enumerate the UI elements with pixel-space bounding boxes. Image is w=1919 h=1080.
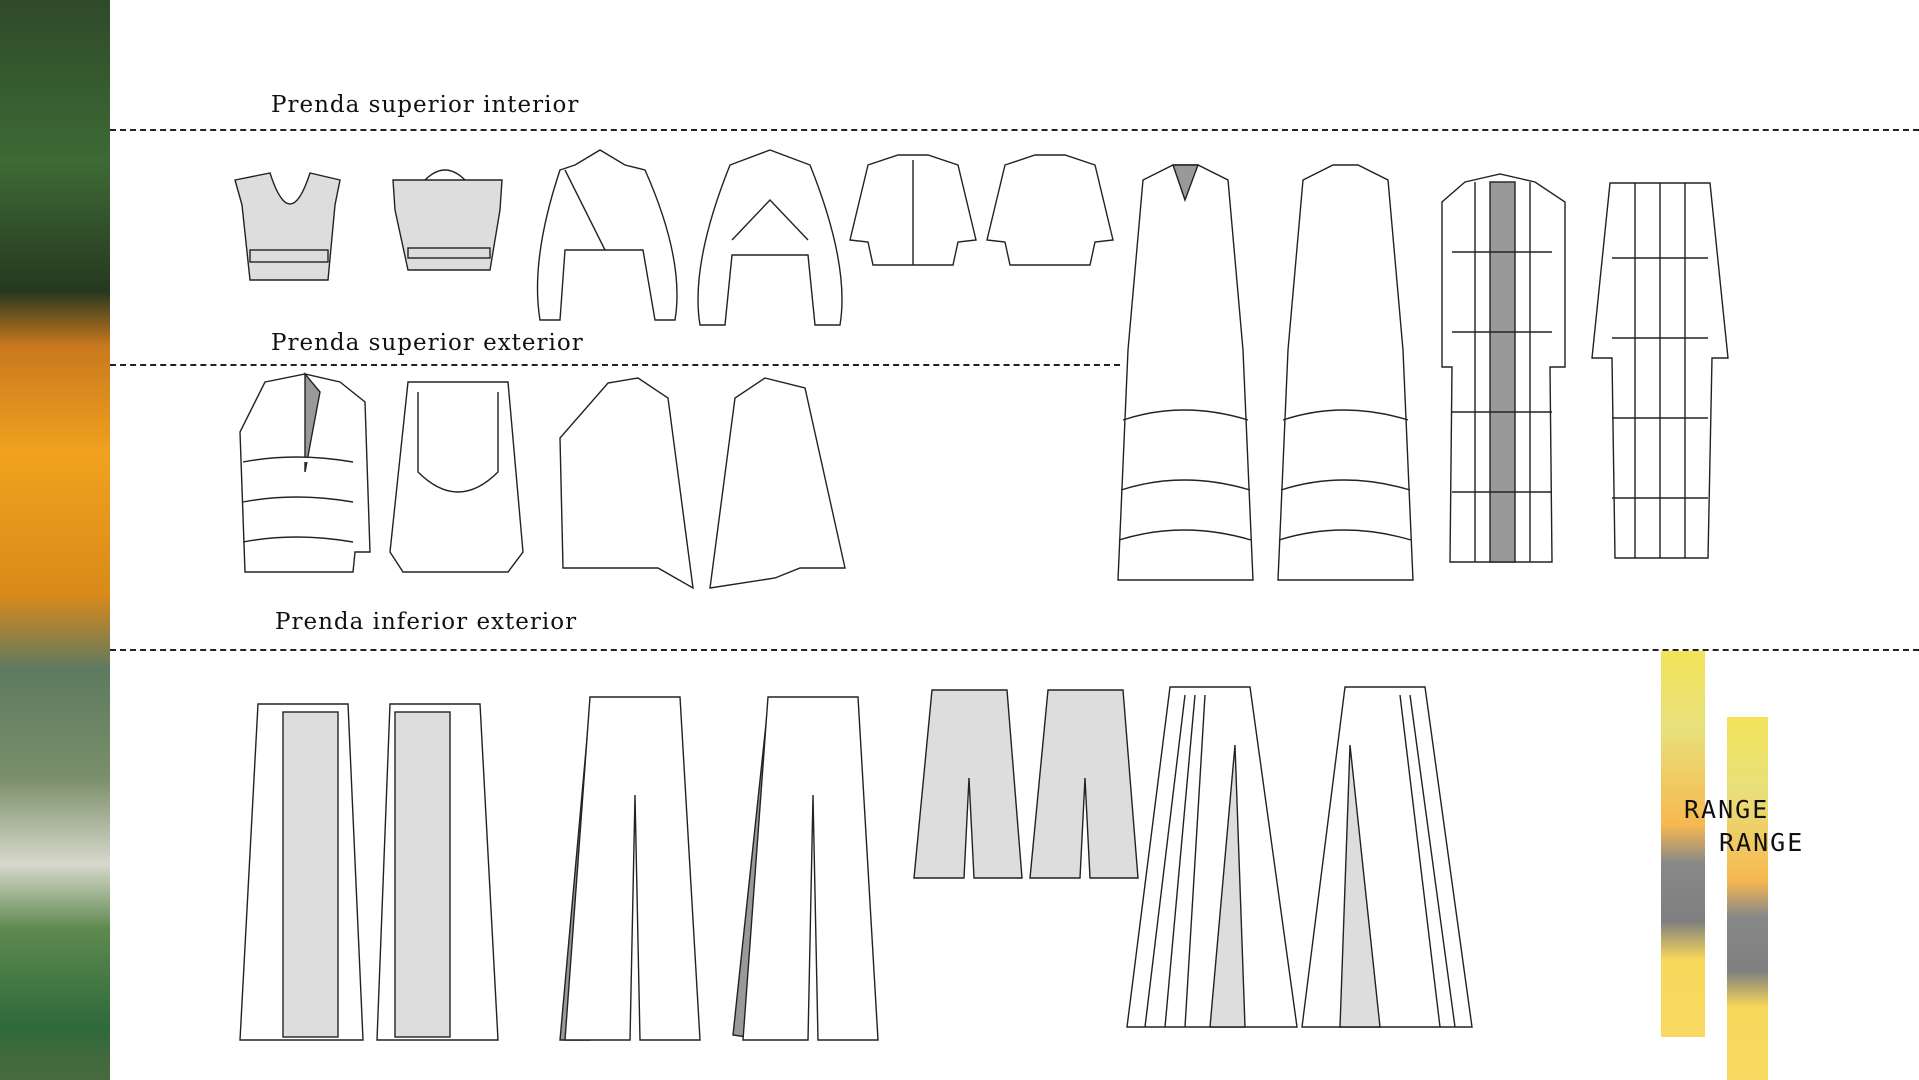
sketch-ruffle-trousers-back	[732, 696, 879, 1041]
sketch-cape-jacket-back	[709, 377, 846, 589]
sketch-ruffle-skirt-back	[376, 703, 499, 1041]
sketch-ruffle-dress-back	[1277, 164, 1414, 581]
section-heading-bottom-outer: Prenda inferior exterior	[275, 609, 578, 635]
brand-color-bar	[1727, 717, 1768, 1080]
section-heading-top-outer: Prenda superior exterior	[271, 330, 584, 356]
sketch-vest-front	[234, 172, 341, 281]
sketch-shorts-front	[913, 689, 1023, 879]
sketch-ruffle-jacket-front	[239, 372, 371, 573]
section-divider	[110, 364, 1120, 366]
sketch-blouse-front	[536, 149, 678, 321]
sketch-vest-back	[392, 169, 503, 271]
sketch-pleated-skirt-back	[1301, 686, 1473, 1028]
sketch-shorts-back	[1029, 689, 1139, 879]
sketch-ruffle-trousers-front	[559, 696, 701, 1041]
section-divider	[110, 649, 1919, 651]
brand-logo-line-1: RANGE	[1684, 795, 1770, 824]
sketch-shirt-back	[986, 154, 1114, 266]
sketch-ruffle-jacket-back	[389, 381, 524, 573]
sketch-ruffle-dress-front	[1117, 164, 1254, 581]
brand-logo-line-2: RANGE	[1719, 828, 1805, 857]
sketch-cape-jacket-front	[559, 377, 694, 590]
sketch-ruffle-skirt-front	[239, 703, 364, 1041]
sketch-shirt-front	[849, 154, 977, 266]
sketch-blouse-back	[697, 149, 843, 326]
sketch-plaid-coat-back	[1591, 182, 1729, 559]
section-divider	[110, 129, 1919, 131]
brand-color-bar	[1661, 651, 1705, 1037]
sketch-plaid-coat-front	[1441, 173, 1566, 563]
section-heading-top-inner: Prenda superior interior	[271, 92, 580, 118]
side-photo-strip	[0, 0, 110, 1080]
sketch-pleated-skirt-front	[1126, 686, 1298, 1028]
